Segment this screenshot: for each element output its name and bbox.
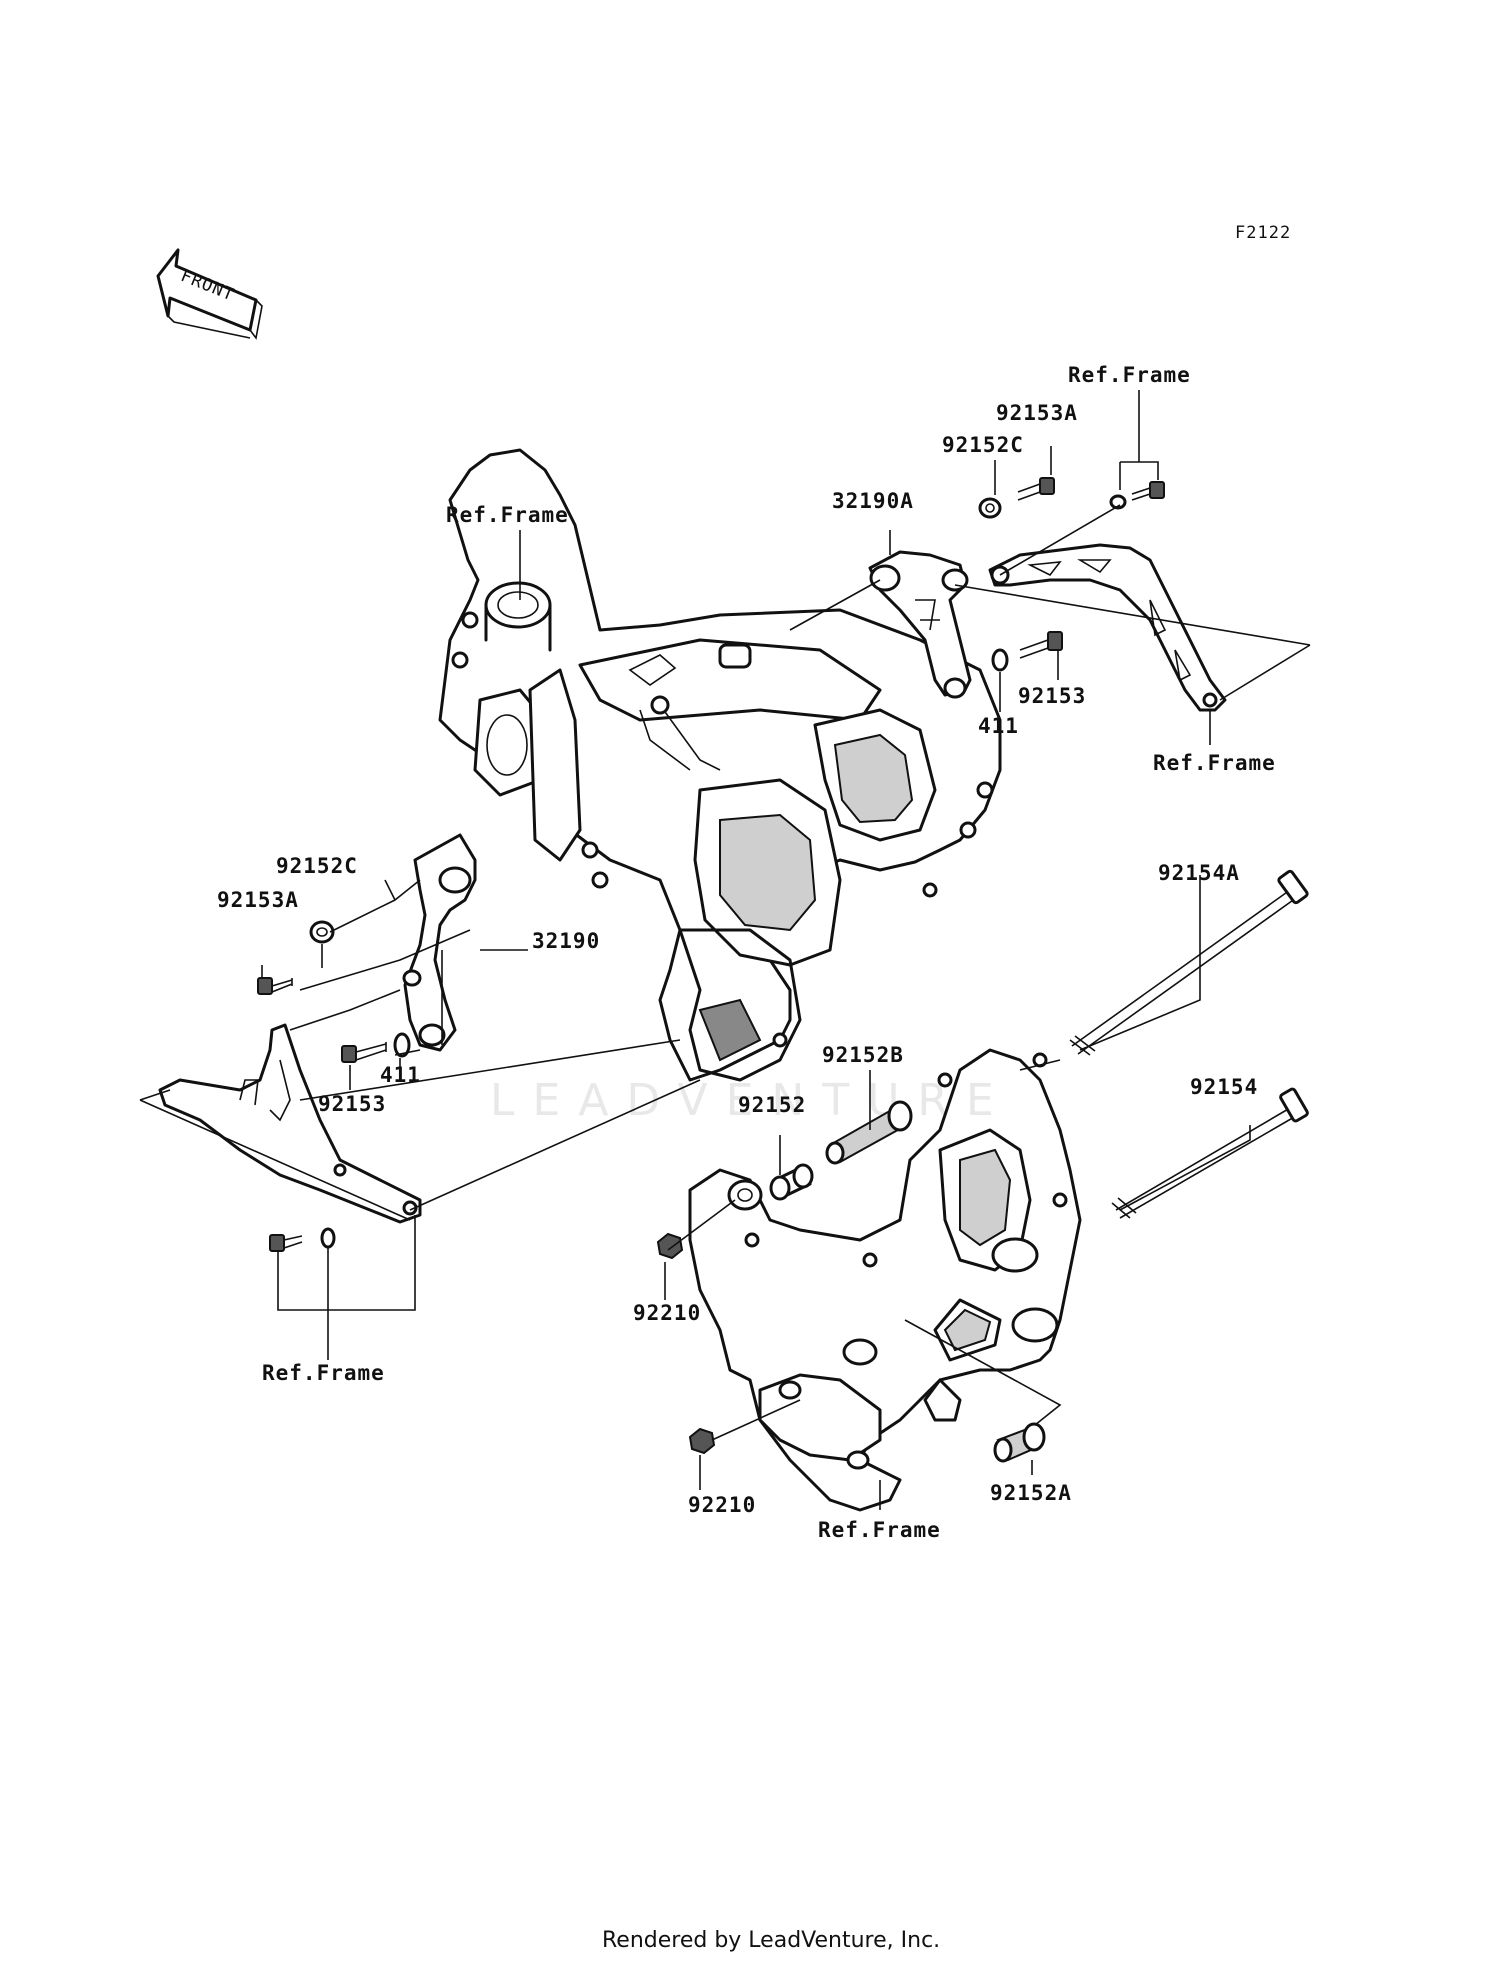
- bolt-left-bottom-icon: [269, 1227, 336, 1252]
- label-92153A-top: 92153A: [996, 401, 1078, 425]
- diagram-code: F2122: [1235, 223, 1291, 243]
- collar-92152-icon: [769, 1163, 814, 1201]
- leader-lines: [139, 390, 1311, 1510]
- label-92152C-left: 92152C: [276, 854, 358, 878]
- label-92153-top: 92153: [1018, 684, 1086, 708]
- label-92152A: 92152A: [990, 1481, 1072, 1505]
- bolt-92153-left-icon: [341, 1042, 387, 1063]
- bolt-ref-frame-top-icon: [1109, 481, 1165, 510]
- label-32190A: 32190A: [832, 489, 914, 513]
- label-ref-frame-top-center: Ref.Frame: [446, 503, 569, 527]
- bolt-92153A-left-icon: [257, 977, 293, 995]
- bolt-92153-top-icon: [991, 631, 1063, 672]
- collar-92152C-top: [978, 497, 1002, 519]
- through-bolt-92154A-icon: [1069, 869, 1309, 1056]
- label-92154A: 92154A: [1158, 861, 1240, 885]
- label-92152: 92152: [738, 1093, 806, 1117]
- footer-credit: Rendered by LeadVenture, Inc.: [602, 1928, 940, 1953]
- label-92210-lower: 92210: [688, 1493, 756, 1517]
- label-92152B: 92152B: [822, 1043, 904, 1067]
- top-right-frame-piece: [988, 543, 1227, 712]
- label-32190: 32190: [532, 929, 600, 953]
- label-411-left: 411: [380, 1063, 421, 1087]
- engine-bracket-32190: [402, 833, 477, 1052]
- nut-92210-lower-icon: [688, 1427, 716, 1455]
- bolt-92153A-top-icon: [1017, 477, 1055, 501]
- collar-92152A-icon: [993, 1422, 1046, 1463]
- main-frame: [438, 448, 1002, 1082]
- collar-92152B-icon: [825, 1100, 913, 1165]
- washer-411-left: [393, 1032, 411, 1058]
- label-92210-upper: 92210: [633, 1301, 701, 1325]
- through-bolt-92154-icon: [1111, 1087, 1309, 1219]
- left-lower-bracket: [158, 1023, 422, 1224]
- collar-92152C-left: [309, 920, 335, 944]
- label-92154: 92154: [1190, 1075, 1258, 1099]
- label-ref-frame-top-right: Ref.Frame: [1068, 363, 1191, 387]
- label-ref-frame-right: Ref.Frame: [1153, 751, 1276, 775]
- label-ref-frame-bottom-left: Ref.Frame: [262, 1361, 385, 1385]
- engine-bracket-32190A: [868, 550, 972, 699]
- label-411-top: 411: [978, 714, 1019, 738]
- front-arrow-icon: FRONT: [156, 248, 263, 340]
- lower-right-frame: [688, 1048, 1082, 1512]
- label-ref-frame-bottom-center: Ref.Frame: [818, 1518, 941, 1542]
- label-92153A-left: 92153A: [217, 888, 299, 912]
- label-92152C-top: 92152C: [942, 433, 1024, 457]
- part-labels: Ref.Frame 92153A 92152C 32190A Ref.Frame…: [217, 363, 1276, 1542]
- nut-92210-upper-icon: [656, 1232, 684, 1260]
- label-92153-left: 92153: [318, 1092, 386, 1116]
